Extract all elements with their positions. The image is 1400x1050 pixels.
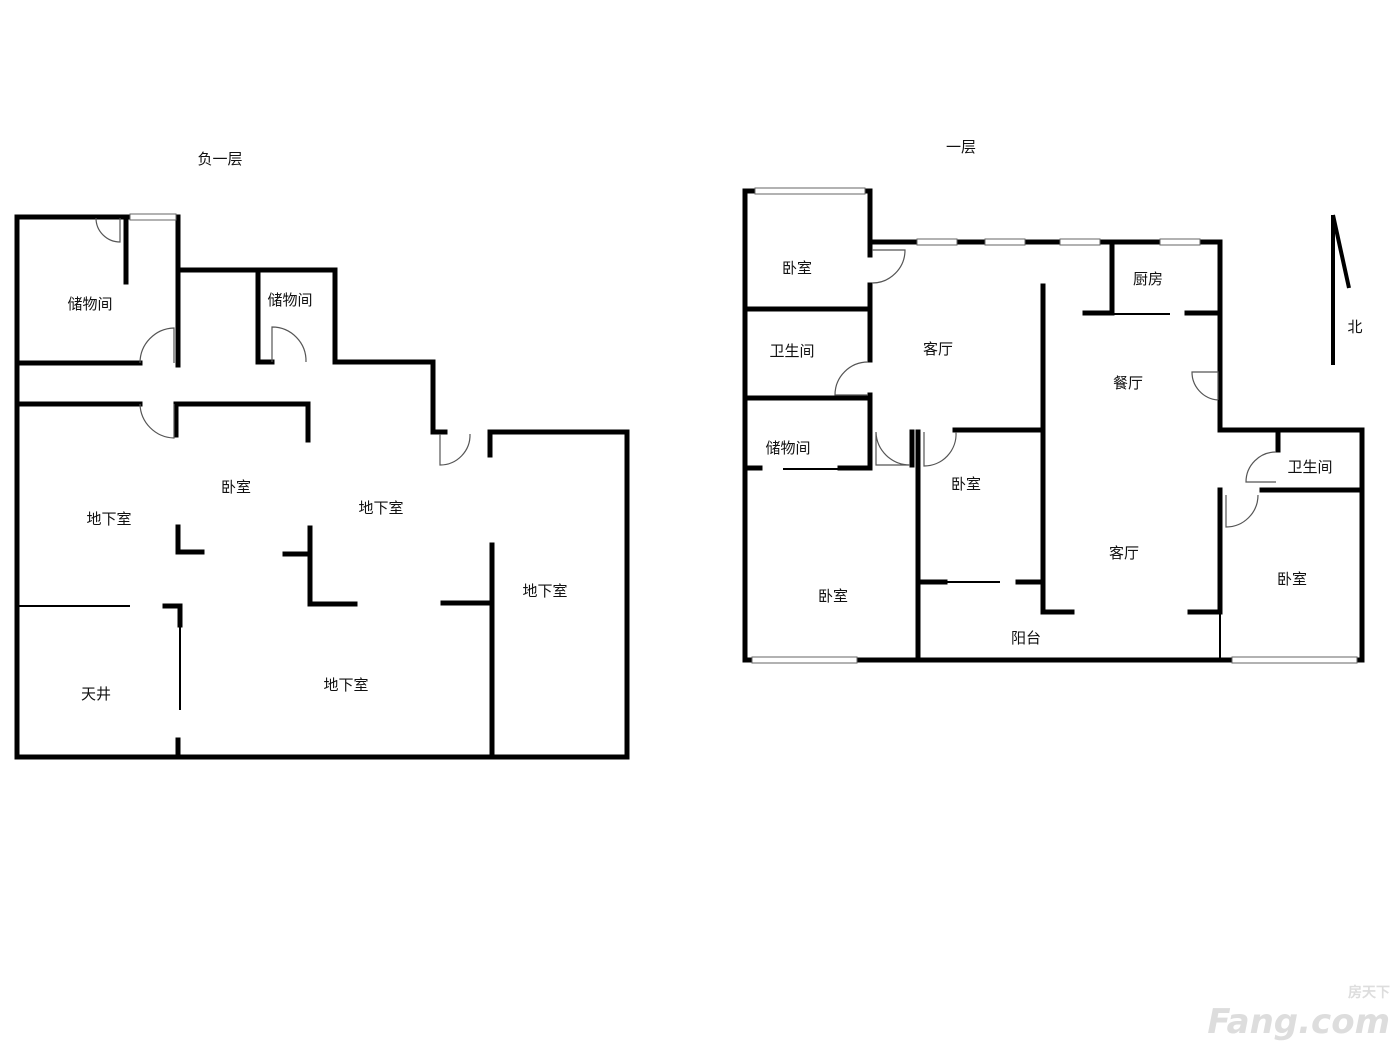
- room-label: 餐厅: [1113, 374, 1143, 392]
- ground-floor-room-labels: 卧室 卫生间 客厅 厨房 餐厅 储物间 卧室 卫生间 客厅 卧室 卧室 阳台: [765, 259, 1332, 647]
- north-arrow-icon: 北: [1331, 214, 1363, 365]
- basement-doors: [95, 217, 471, 466]
- room-label: 卫生间: [769, 342, 814, 360]
- room-label: 卫生间: [1287, 458, 1332, 476]
- room-label: 地下室: [323, 676, 368, 694]
- room-label: 卧室: [782, 259, 812, 277]
- room-label: 阳台: [1011, 629, 1041, 647]
- ground-floor-plan: 一层: [742, 138, 1365, 664]
- room-label: 地下室: [522, 582, 567, 600]
- basement-title: 负一层: [197, 150, 242, 168]
- room-label: 储物间: [67, 295, 112, 313]
- ground-floor-title: 一层: [946, 138, 976, 156]
- basement-plan: 负一层: [14, 150, 630, 760]
- watermark-cn: 房天下: [1348, 985, 1390, 1001]
- room-label: 地下室: [358, 499, 403, 517]
- watermark-logo: 房天下 Fang.com: [1207, 984, 1390, 1042]
- room-label: 卧室: [221, 478, 251, 496]
- room-label: 客厅: [1109, 544, 1139, 562]
- room-label: 天井: [81, 685, 111, 703]
- room-label: 地下室: [86, 510, 131, 528]
- room-label: 厨房: [1133, 270, 1163, 288]
- watermark-en: Fang.com: [1207, 1002, 1390, 1042]
- room-label: 卧室: [1277, 570, 1307, 588]
- room-label: 卧室: [951, 475, 981, 493]
- room-label: 储物间: [765, 439, 810, 457]
- ground-floor-walls: [742, 187, 1365, 664]
- room-label: 储物间: [267, 291, 312, 309]
- room-label: 客厅: [923, 340, 953, 358]
- north-label: 北: [1347, 318, 1362, 336]
- basement-room-labels: 储物间 储物间 卧室 地下室 地下室 地下室 天井 地下室: [67, 291, 567, 703]
- basement-walls: [14, 213, 630, 760]
- room-label: 卧室: [818, 587, 848, 605]
- ground-floor-doors: [834, 249, 1277, 528]
